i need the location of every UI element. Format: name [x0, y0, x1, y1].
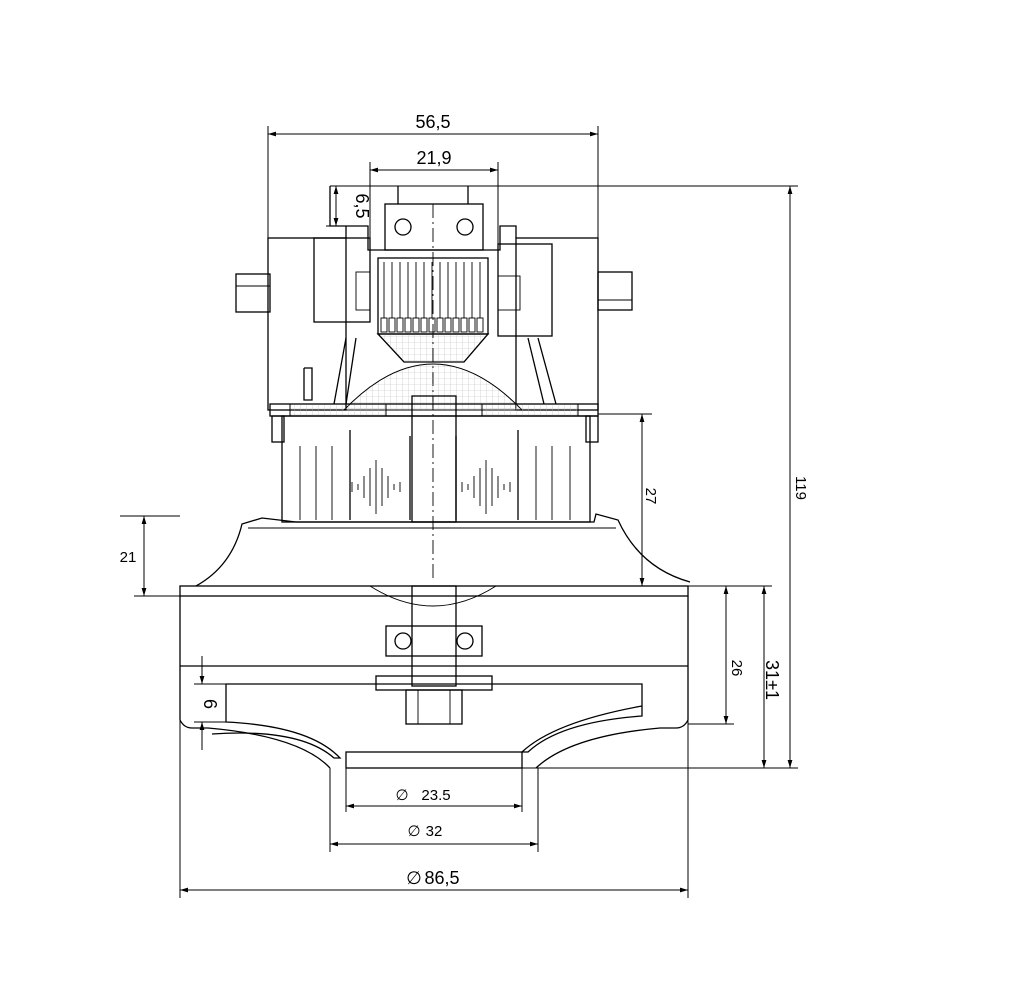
dim-small-height: 6,5: [352, 193, 372, 218]
dim-total-height: 119: [792, 476, 809, 500]
dim-inner-width: 21,9: [416, 148, 451, 168]
dim-fan-total: 31±1: [762, 660, 782, 700]
armature-dome: [303, 337, 557, 411]
dim-shroud-height: 21: [120, 549, 137, 566]
diameter-symbol-outer: ∅: [406, 868, 422, 888]
dim-top-width: 56,5: [415, 112, 450, 132]
dim-motor-height: 27: [642, 488, 659, 505]
dim-outer-diameter: 86,5: [424, 868, 459, 888]
dim-inlet-inner: 23.5: [421, 787, 450, 804]
fan-housing: [179, 585, 689, 769]
dim-fan-height: 26: [728, 660, 745, 677]
diameter-symbol-inlet-outer: ∅: [407, 823, 420, 840]
dimension-labels: 56,5 21,9 6,5 119 27 21 26 31±1 6 ∅ 23.5…: [120, 112, 809, 888]
dimension-lines: [120, 126, 798, 898]
brush-housing: [235, 186, 633, 411]
diameter-symbol-inlet-inner: ∅: [395, 787, 408, 804]
dim-gap: 6: [200, 699, 220, 709]
shroud: [195, 513, 691, 607]
dim-inlet-outer: 32: [426, 823, 443, 840]
